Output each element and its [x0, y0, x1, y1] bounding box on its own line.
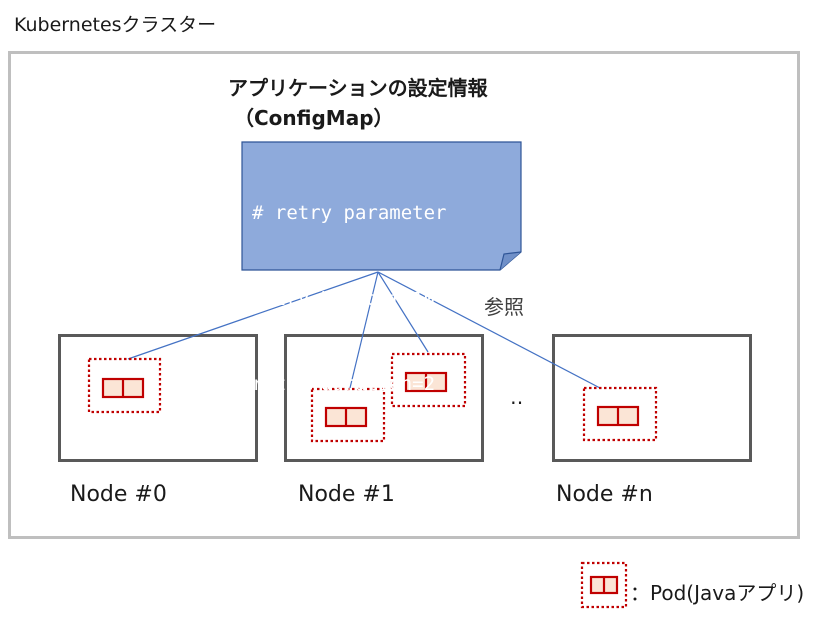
node-label-n: Node #n [556, 482, 653, 507]
cluster-frame [8, 51, 800, 539]
node-label-0: Node #0 [70, 482, 167, 507]
pod-noden [582, 386, 658, 442]
configmap-note-fold [499, 251, 522, 271]
configmap-title-line1: アプリケーションの設定情報 [228, 76, 488, 100]
code-line-0: # retry parameter [252, 202, 447, 224]
node-label-1: Node #1 [298, 482, 395, 507]
code-line-3: retry.jitter=0.75 [252, 458, 447, 481]
cluster-title: Kubernetesクラスター [14, 14, 217, 36]
reference-connectors [127, 271, 601, 389]
ellipsis: ‥ [510, 385, 528, 409]
pod-node1-a [310, 387, 386, 443]
node-box-n [552, 334, 752, 462]
configmap-code: # retry parameter retry.backoff=10 retry… [252, 142, 522, 513]
connector-node1-pod-a [349, 271, 379, 389]
pod-node1-b [390, 352, 467, 408]
configmap-title-line2: （ConfigMap） [234, 106, 394, 130]
connector-noden-pod [377, 271, 601, 389]
legend-pod-icon [580, 561, 628, 609]
code-line-1: retry.backoff=10 [252, 287, 436, 310]
pod-node0 [87, 357, 162, 414]
code-line-2: retry.duration=2 [252, 373, 436, 395]
connector-node0-pod [127, 271, 379, 360]
connector-node1-pod-b [377, 271, 429, 353]
configmap-title: アプリケーションの設定情報 （ConfigMap） [228, 73, 488, 133]
node-box-0 [58, 334, 258, 462]
reference-label: 参照 [484, 295, 524, 319]
legend-label: ：Pod(Javaアプリ) [630, 581, 805, 605]
